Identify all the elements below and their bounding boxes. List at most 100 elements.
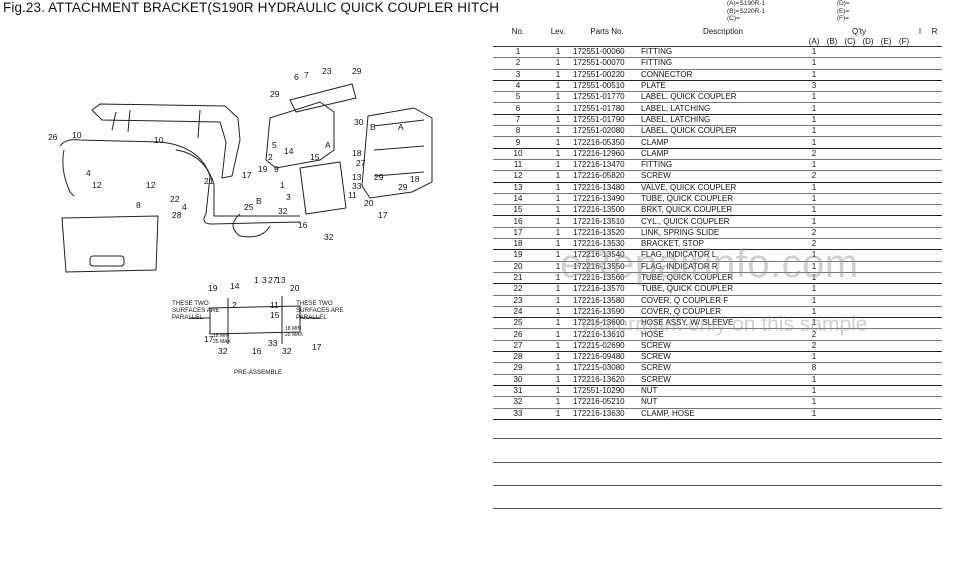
part-description: HOSE ASSY, W/ SLEEVE <box>641 318 734 328</box>
qty-empty-cell <box>895 374 913 385</box>
qty-empty-cell <box>823 318 841 329</box>
callout-label: 10 <box>72 130 82 140</box>
part-code: 172216-13530 <box>573 239 625 249</box>
plate-slot-shape <box>89 255 125 267</box>
model-legend-entry: (F)= <box>836 15 849 23</box>
part-code: 172216-13630 <box>573 408 625 418</box>
qty-a: 3 <box>811 81 817 91</box>
part-code: 172216-13570 <box>573 284 625 294</box>
qty-empty-cell <box>841 114 859 125</box>
part-number-index: 6 <box>515 103 521 113</box>
part-number-index: 26 <box>513 329 523 339</box>
callout-label: 28 <box>172 210 182 220</box>
part-code: 172551-00060 <box>573 47 625 57</box>
part-code: 172216-05820 <box>573 171 625 181</box>
header-qty-a: (A) <box>805 37 823 47</box>
part-code: 172216-13520 <box>573 227 625 237</box>
callout-label: 18 <box>410 174 420 184</box>
qty-empty-cell <box>841 340 859 351</box>
qty-empty-cell <box>895 385 913 396</box>
qty-empty-cell <box>841 284 859 295</box>
callout-label: 11 <box>270 300 279 310</box>
parallel-note-left: PARALLEL <box>172 314 203 321</box>
qty-empty-cell <box>859 227 877 238</box>
header-description: Description <box>702 27 743 36</box>
part-number-index: 25 <box>513 318 523 328</box>
part-number-index: 29 <box>513 363 523 373</box>
callout-label: 15 <box>270 310 280 320</box>
qty-empty-cell <box>859 397 877 408</box>
part-level: 1 <box>555 329 561 339</box>
qty-empty-cell <box>859 340 877 351</box>
part-level: 1 <box>555 227 561 237</box>
qty-empty-cell <box>913 205 927 216</box>
qty-empty-cell <box>859 193 877 204</box>
qty-empty-cell <box>913 397 927 408</box>
part-code: 172215-03080 <box>573 363 625 373</box>
hydraulic-tube-line <box>59 139 301 225</box>
callout-label: 29 <box>374 172 384 182</box>
qty-empty-cell <box>895 272 913 283</box>
part-description: COVER, Q COUPLER F <box>641 295 729 305</box>
part-number-index: 10 <box>513 148 523 158</box>
part-description: PLATE <box>641 81 666 91</box>
qty-empty-cell <box>859 363 877 374</box>
part-description: FITTING <box>641 160 673 170</box>
qty-empty-cell <box>895 295 913 306</box>
part-description: COVER, Q COUPLER <box>641 306 722 316</box>
qty-empty-cell <box>859 92 877 103</box>
part-description: CLAMP, HOSE <box>641 408 695 418</box>
callout-label: 3 <box>262 275 267 285</box>
qty-empty-cell <box>877 193 895 204</box>
qty-empty-cell <box>895 171 913 182</box>
part-level: 1 <box>555 363 561 373</box>
qty-empty-cell <box>877 329 895 340</box>
callout-label: 29 <box>352 66 362 76</box>
callout-label: 10 <box>154 135 164 145</box>
qty-empty-cell <box>877 92 895 103</box>
qty-a: 2 <box>811 329 817 339</box>
header-qty-f: (F) <box>895 37 914 47</box>
qty-empty-cell <box>877 340 895 351</box>
qty-empty-cell <box>927 216 942 227</box>
part-description: TUBE, QUICK COUPLER <box>641 284 734 294</box>
qty-empty-cell <box>913 295 927 306</box>
part-description: FITTING <box>641 47 673 57</box>
blank-rows <box>493 416 942 510</box>
qty-empty-cell <box>823 239 841 250</box>
qty-empty-cell <box>895 306 913 317</box>
part-level: 1 <box>555 114 561 124</box>
qty-empty-cell <box>927 182 942 193</box>
qty-empty-cell <box>877 58 895 69</box>
callout-label: 29 <box>270 89 280 99</box>
qty-empty-cell <box>877 47 895 58</box>
qty-empty-cell <box>927 159 942 170</box>
qty-empty-cell <box>927 80 942 91</box>
part-level: 1 <box>555 284 561 294</box>
callout-label: 17 <box>312 342 322 352</box>
qty-a: 1 <box>811 261 817 271</box>
qty-empty-cell <box>895 205 913 216</box>
qty-a: 1 <box>811 216 817 226</box>
qty-empty-cell <box>895 284 913 295</box>
qty-empty-cell <box>859 47 877 58</box>
qty-empty-cell <box>823 159 841 170</box>
qty-empty-cell <box>877 261 895 272</box>
qty-empty-cell <box>877 171 895 182</box>
qty-empty-cell <box>927 103 942 114</box>
callout-label: 2 <box>232 300 237 310</box>
qty-a: 1 <box>811 284 817 294</box>
hydraulic-tube-line <box>62 149 75 197</box>
dimension-label: 25 MAX <box>213 339 231 345</box>
callout-label: 2 <box>268 152 273 162</box>
qty-empty-cell <box>913 137 927 148</box>
qty-a: 1 <box>811 306 817 316</box>
model-legend-entry: (E)= <box>836 7 850 15</box>
qty-empty-cell <box>823 272 841 283</box>
